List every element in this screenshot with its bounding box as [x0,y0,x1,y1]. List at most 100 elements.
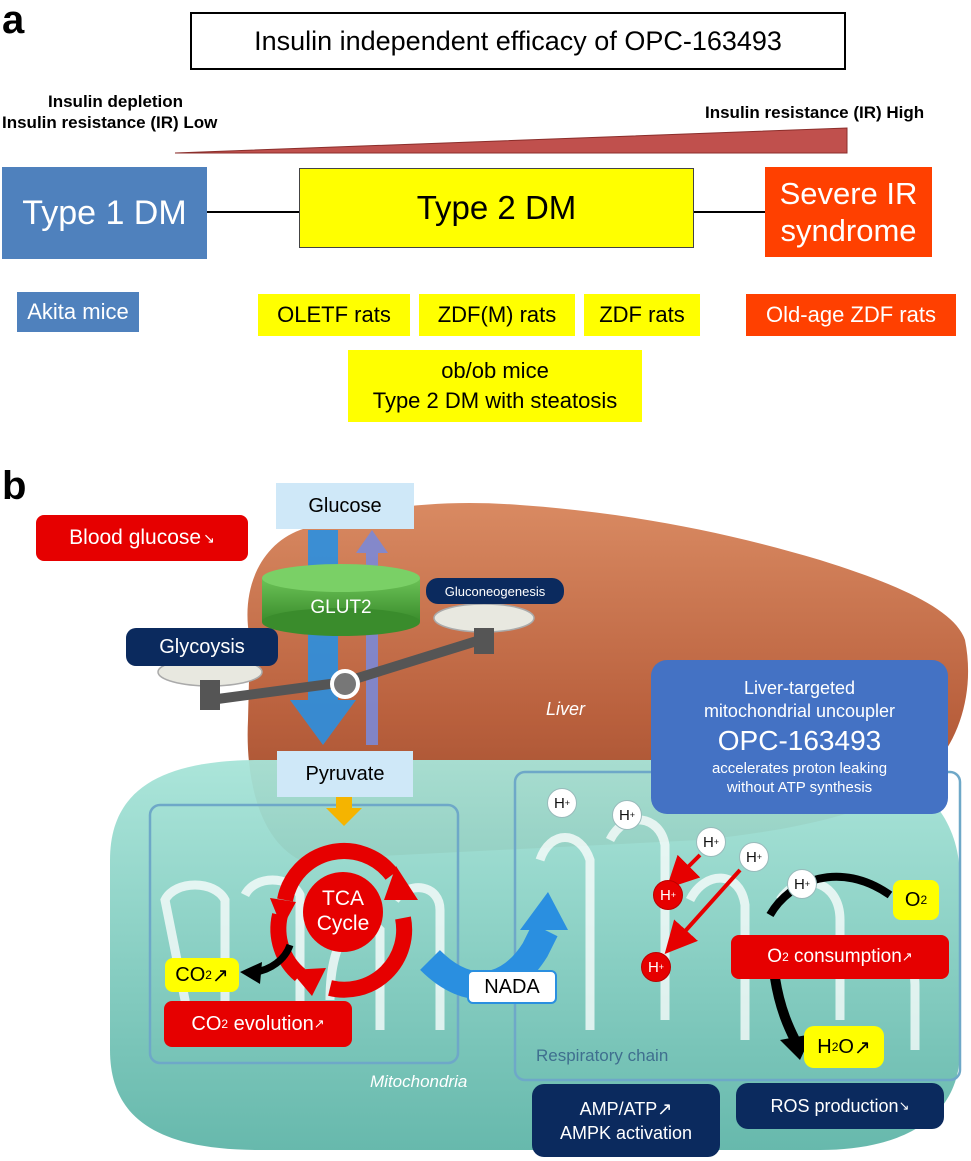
h2o-text: H [817,1035,832,1058]
liver-label: Liver [546,699,586,719]
gluconeogenesis-arrow [356,530,388,745]
type1-dm-box: Type 1 DM [2,167,207,259]
h2o-arrow [770,977,800,1043]
matrix-frame [148,803,460,1065]
ob-ob-mice-line2: Type 2 DM with steatosis [372,388,618,413]
pyruvate-box: Pyruvate [277,751,413,797]
uncoupler-line1: Liver-targeted [743,678,856,698]
severe-ir-line1: Severe IR [779,176,918,211]
proton-white-5: H+ [787,869,817,899]
proton-white-4: H+ [739,842,769,872]
ob-ob-mice-line1: ob/ob mice [441,358,549,383]
glut2-cylinder [262,564,420,636]
ir-gradient-wedge [174,127,848,213]
ros-text: ROS production [770,1095,899,1116]
proton-white-3: H+ [696,827,726,857]
amp-atp-text: AMP/ATP [579,1098,658,1119]
o2-consumption-arrow: ↗ [901,949,913,964]
proton-symbol: H [745,848,757,866]
proton-red-2: H+ [641,952,671,982]
proton-symbol: H [647,958,659,976]
co2-badge-sub: 2 [205,968,212,982]
mitochondria-label: Mitochondria [370,1072,468,1091]
oletf-rats-tag: OLETF rats [258,294,410,336]
glycolysis-arrow [290,530,356,745]
co2-evolution-arrow: ↗ [313,1016,325,1031]
ir-low-label: Insulin resistance (IR) Low [2,113,218,132]
proton-charge: + [713,837,720,847]
o2-consumption-sub: 2 [782,950,789,964]
uncoupler-line2: mitochondrial uncoupler [703,701,896,721]
uncoupler-line4: without ATP synthesis [726,779,873,796]
gluconeogenesis-label: Gluconeogenesis [426,578,564,604]
uncoupler-drug-name: OPC-163493 [717,725,882,756]
proton-white-2: H+ [612,800,642,830]
tca-core [303,872,383,952]
type2-dm-box: Type 2 DM [299,168,694,248]
uncoupler-box: Liver-targeted mitochondrial uncoupler O… [651,660,948,814]
proton-red-1: H+ [653,880,683,910]
ros-production-box: ROS production↘ [736,1083,944,1129]
ir-high-label: Insulin resistance (IR) High [705,103,925,122]
severe-ir-line2: syndrome [780,213,917,248]
pyruvate-to-tca-arrow [326,795,362,826]
proton-charge: + [756,852,763,862]
co2-badge-arrow: ↗ [211,964,229,987]
proton-symbol: H [793,875,805,893]
tca-cycle-label: TCA Cycle [303,886,383,936]
h2o-sub: 2 [831,1040,839,1054]
proton-white-1: H+ [547,788,577,818]
o2-consumption-rest: consumption [788,946,902,967]
insulin-depletion-label: Insulin depletion [48,92,184,111]
o2-text: O [904,888,921,911]
h2o-text-o: O [838,1035,854,1058]
co2-evolution-sub: 2 [221,1017,229,1031]
o2-sub: 2 [920,893,928,907]
proton-symbol: H [659,886,671,904]
blood-glucose-down-arrow: ↘ [203,529,215,546]
ros-arrow: ↘ [898,1098,910,1113]
o2-consumption-text: O [767,946,783,967]
h2o-arrow-glyph: ↗ [853,1036,871,1059]
glut2-label: GLUT2 [310,597,372,618]
proton-symbol: H [553,794,565,812]
proton-charge: + [658,962,665,972]
proton-charge: + [629,810,636,820]
proton-symbol: H [702,833,714,851]
proton-charge: + [564,798,571,808]
co2-badge-text: CO [175,963,206,986]
proton-symbol: H [618,806,630,824]
severe-ir-box: Severe IR syndrome [765,167,932,257]
amp-atp-arrow: ↗ [657,1098,673,1119]
panel-b-letter: b [2,464,27,508]
old-age-zdf-rats-tag: Old-age ZDF rats [746,294,956,336]
proton-charge: + [804,879,811,889]
o2-arrow [766,872,893,918]
glycolysis-label: Glycoysis [126,628,278,666]
glucose-box: Glucose [276,483,414,529]
co2-evolution-rest: evolution [228,1012,314,1035]
ampk-activation-line: AMPK activation [559,1122,693,1143]
proton-charge: + [670,890,677,900]
blood-glucose-badge: Blood glucose↘ [36,515,248,561]
amp-atp-box: AMP/ATP↗ AMPK activation [532,1084,720,1157]
zdf-rats-tag: ZDF rats [584,294,700,336]
akita-mice-tag: Akita mice [17,292,139,332]
co2-evolution-text: CO [191,1012,222,1035]
respiratory-chain-label: Respiratory chain [536,1046,669,1065]
panel-a-title: Insulin independent efficacy of OPC-1634… [190,12,846,70]
zdfm-rats-tag: ZDF(M) rats [419,294,575,336]
uncoupler-line3: accelerates proton leaking [711,760,888,777]
amp-atp-line1: AMP/ATP↗ [580,1097,673,1121]
ob-ob-mice-tag: ob/ob mice Type 2 DM with steatosis [348,350,642,422]
panel-a-letter: a [2,0,25,42]
tca-label-line1: TCA [322,887,364,910]
blood-glucose-label: Blood glucose [69,526,202,549]
tca-label-line2: Cycle [316,912,370,935]
nada-label: NADA [467,970,557,1004]
